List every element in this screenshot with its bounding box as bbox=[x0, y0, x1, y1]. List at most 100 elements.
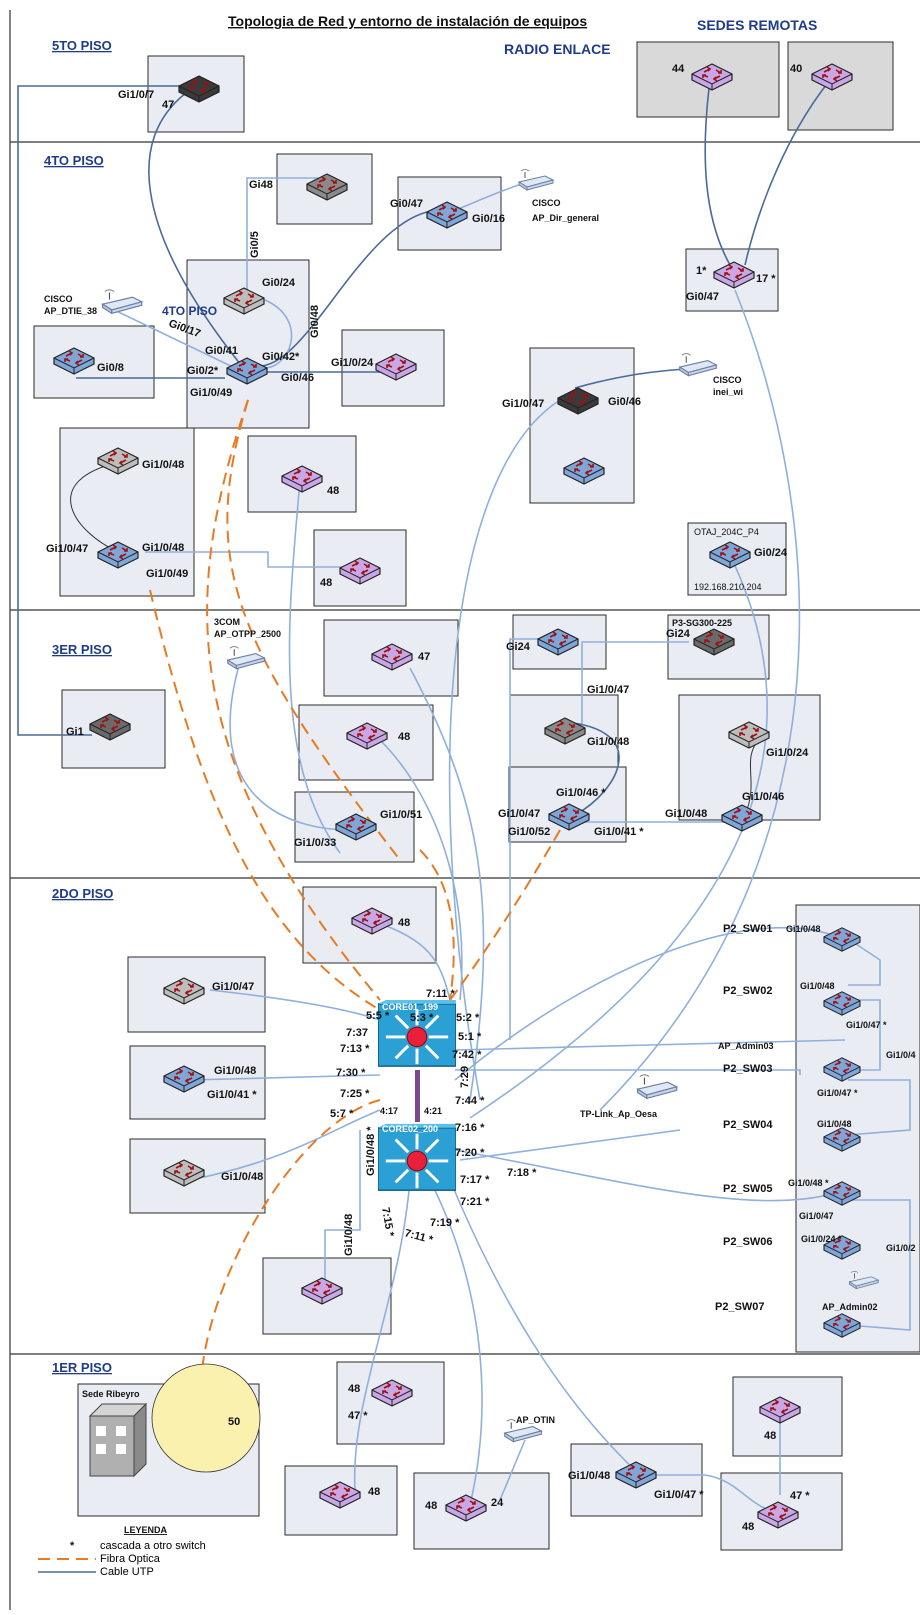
label-gi1-0-52: Gi1/0/52 bbox=[508, 826, 550, 838]
label-c-711: 7:11 * bbox=[426, 988, 455, 1000]
label-gi1-0-49a: Gi1/0/49 bbox=[190, 387, 232, 399]
devices bbox=[53, 63, 879, 1529]
label-gi1-p3: Gi1 bbox=[66, 726, 84, 738]
label-inei: inei_wi bbox=[713, 387, 743, 397]
label-c-53: 5:3 * bbox=[410, 1012, 434, 1024]
label-c-715: 7:15 * bbox=[379, 1206, 396, 1238]
label-gi0-47: Gi0/47 bbox=[390, 198, 423, 210]
label-p3sg: P3-SG300-225 bbox=[672, 618, 732, 628]
legend-star: * bbox=[70, 1540, 75, 1552]
label-gi1-0-48b-p3: Gi1/0/48 bbox=[665, 808, 707, 820]
label-sw05-p2: Gi1/0/47 bbox=[799, 1211, 834, 1221]
legend: LEYENDA * cascada a otro switch Fibra Op… bbox=[38, 1525, 206, 1578]
label-c-725: 7:25 * bbox=[340, 1088, 370, 1100]
label-remote-17: 17 * bbox=[756, 273, 776, 285]
label-p1-48b: 48 bbox=[368, 1486, 380, 1498]
label-c-721: 7:21 * bbox=[460, 1196, 490, 1208]
label-c-711b: 7:11 * bbox=[403, 1227, 435, 1246]
label-sw04-p: Gi1/0/48 bbox=[817, 1119, 852, 1129]
label-n48-p4a: 48 bbox=[327, 485, 339, 497]
label-p2-gi1-0-47: Gi1/0/47 bbox=[212, 981, 254, 993]
label-otaj-port: Gi0/24 bbox=[754, 547, 788, 559]
label-gi1-0-47b-p3: Gi1/0/47 bbox=[498, 808, 540, 820]
label-tplink: TP-Link_Ap_Oesa bbox=[580, 1109, 658, 1119]
label-gi1-0-41-p3: Gi1/0/41 * bbox=[594, 826, 644, 838]
label-sw05: P2_SW05 bbox=[723, 1183, 773, 1195]
label-p2-gi1-0-41: Gi1/0/41 * bbox=[207, 1089, 257, 1101]
label-c-51: 5:1 * bbox=[458, 1031, 482, 1043]
radio-enlace-header: RADIO ENLACE bbox=[504, 41, 611, 57]
label-p2-gi1-0-48: Gi1/0/48 bbox=[214, 1065, 256, 1077]
label-gi48: Gi48 bbox=[249, 179, 273, 191]
label-sw06-p2: Gi1/0/2 bbox=[886, 1243, 916, 1253]
label-gi0-2: Gi0/2* bbox=[187, 365, 219, 377]
label-gi1-0-47b: Gi1/0/47 bbox=[502, 398, 544, 410]
label-otaj: OTAJ_204C_P4 bbox=[694, 527, 759, 537]
label-p5-47: 47 bbox=[162, 99, 174, 111]
label-cisco-1: CISCO bbox=[532, 198, 561, 208]
label-remote-44: 44 bbox=[672, 63, 685, 75]
label-c-730: 7:30 * bbox=[336, 1067, 366, 1079]
label-c-gi48b: Gi1/0/48 bbox=[343, 1214, 355, 1256]
label-gi1-0-51: Gi1/0/51 bbox=[380, 809, 422, 821]
label-c-719: 7:19 * bbox=[430, 1217, 460, 1229]
label-p1-48a: 48 bbox=[348, 1383, 360, 1395]
label-remote-40: 40 bbox=[790, 63, 802, 75]
label-p1-gi48: Gi1/0/48 bbox=[568, 1470, 610, 1482]
label-n48-p2: 48 bbox=[398, 917, 410, 929]
floor-4-inner-label: 4TO PISO bbox=[162, 304, 217, 318]
label-p5-port: Gi1/0/7 bbox=[118, 89, 154, 101]
label-gi1-0-48-p3: Gi1/0/48 bbox=[587, 736, 629, 748]
label-p1-gi47: Gi1/0/47 * bbox=[654, 1489, 704, 1501]
label-c-713: 7:13 * bbox=[340, 1043, 370, 1055]
label-gi1-0-46-p3: Gi1/0/46 * bbox=[556, 787, 606, 799]
label-cisco-3: CISCO bbox=[713, 375, 742, 385]
label-c-720: 7:20 * bbox=[455, 1147, 485, 1159]
label-p1-48d: 48 bbox=[764, 1430, 776, 1442]
label-sw05-p: Gi1/0/48 * bbox=[788, 1178, 829, 1188]
label-gi0-16: Gi0/16 bbox=[472, 213, 505, 225]
label-ap-otpp: AP_OTPP_2500 bbox=[214, 629, 281, 639]
label-sw01-p: Gi1/0/48 bbox=[786, 924, 821, 934]
label-c-gi48: Gi1/0/48 * bbox=[365, 1126, 377, 1176]
room-boxes bbox=[33, 41, 920, 1551]
label-ap-admin02: AP_Admin02 bbox=[822, 1302, 878, 1312]
label-sw03: P2_SW03 bbox=[723, 1063, 773, 1075]
label-gi24-p3: Gi24 bbox=[506, 641, 531, 653]
label-n50: 50 bbox=[228, 1416, 240, 1428]
label-gi1-0-47c: Gi1/0/47 bbox=[46, 543, 88, 555]
label-sw03-p: Gi1/0/4 bbox=[886, 1050, 916, 1060]
label-c-729: 7:29 bbox=[459, 1066, 471, 1088]
label-gi1-0-48c: Gi1/0/48 bbox=[142, 459, 184, 471]
label-gi0-48: Gi0/48 bbox=[309, 305, 321, 338]
fiber-cables bbox=[149, 399, 561, 1401]
label-gi1-0-24-p3: Gi1/0/24 bbox=[766, 747, 809, 759]
label-ap-admin03: AP_Admin03 bbox=[718, 1041, 774, 1051]
label-remote-1: 1* bbox=[696, 265, 707, 277]
floor-5-label: 5TO PISO bbox=[52, 38, 112, 53]
label-p1-48c: 48 bbox=[425, 1500, 437, 1512]
label-gi1-0-48d: Gi1/0/48 bbox=[142, 542, 184, 554]
label-gi0-46a: Gi0/46 bbox=[281, 372, 314, 384]
label-gi0-24: Gi0/24 bbox=[262, 277, 296, 289]
label-ap-dir: AP_Dir_general bbox=[532, 213, 599, 223]
label-gi1-0-49c: Gi1/0/49 bbox=[146, 568, 188, 580]
floor-1-label: 1ER PISO bbox=[52, 1360, 112, 1375]
label-otaj-ip: 192.168.210.204 bbox=[694, 582, 762, 592]
label-core1: CORE01_199 bbox=[382, 1002, 438, 1012]
label-gi0-41: Gi0/41 bbox=[205, 345, 238, 357]
utp-cables bbox=[17, 79, 911, 1513]
label-n47-p3: 47 bbox=[418, 651, 430, 663]
label-cisco-2: CISCO bbox=[44, 294, 73, 304]
label-gi0-8: Gi0/8 bbox=[97, 362, 124, 374]
floor-4-label: 4TO PISO bbox=[44, 153, 104, 168]
label-gi1-0-46b-p3: Gi1/0/46 bbox=[742, 791, 784, 803]
sedes-remotas-header: SEDES REMOTAS bbox=[697, 17, 817, 33]
label-sw02-p2: Gi1/0/47 * bbox=[846, 1020, 887, 1030]
diagram-text: Topologia de Red y entorno de instalació… bbox=[44, 13, 916, 1533]
label-c-57: 5:7 * bbox=[330, 1108, 354, 1120]
label-sede: Sede Ribeyro bbox=[82, 1389, 140, 1399]
label-sw01: P2_SW01 bbox=[723, 923, 773, 935]
label-remote-gi0-47: Gi0/47 bbox=[686, 291, 719, 303]
